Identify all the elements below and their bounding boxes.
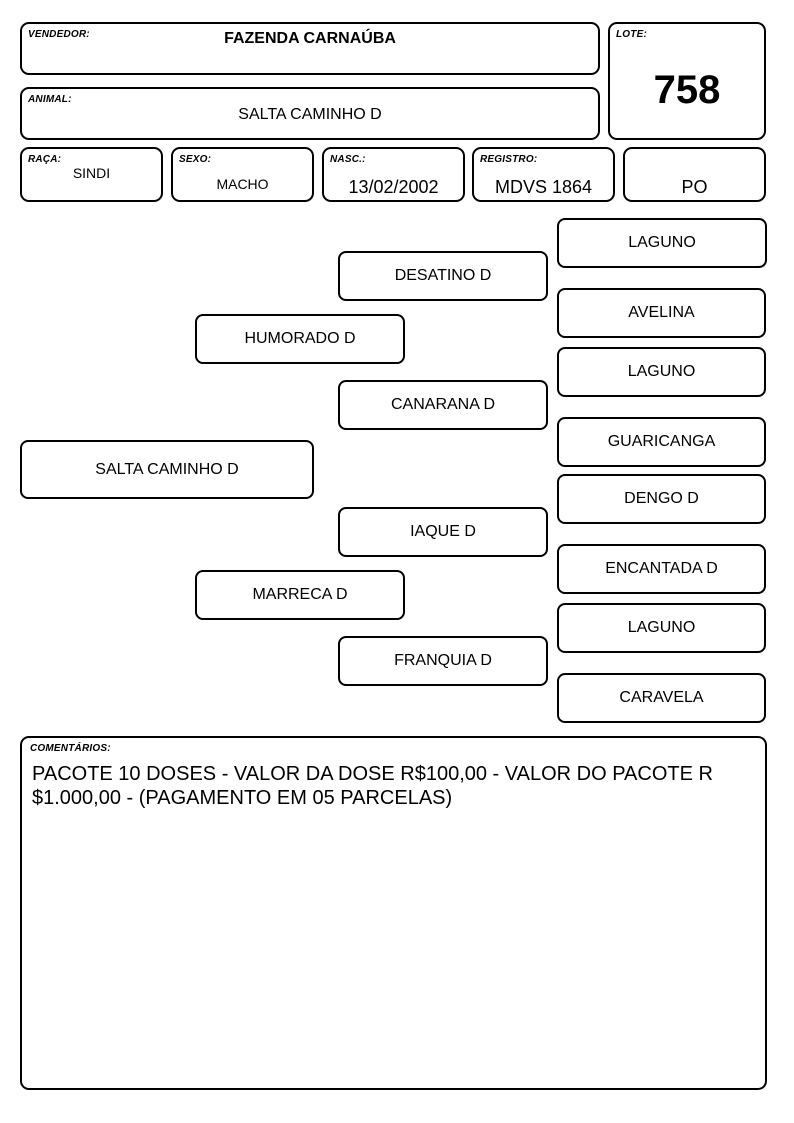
- vendedor-label: VENDEDOR:: [28, 29, 90, 40]
- sexo-value: MACHO: [216, 176, 269, 192]
- comments-label: COMENTÁRIOS:: [30, 743, 111, 754]
- pedigree-ggp-2: AVELINA: [557, 288, 766, 338]
- raca-label: RAÇA:: [28, 154, 62, 165]
- pedigree-sire-sire: DESATINO D: [338, 251, 548, 301]
- nasc-label: NASC.:: [330, 154, 366, 165]
- categoria-box: PO: [623, 147, 766, 202]
- pedigree-sire: HUMORADO D: [195, 314, 405, 364]
- pedigree-dam-sire: IAQUE D: [338, 507, 548, 557]
- sexo-box: SEXO: MACHO: [171, 147, 314, 202]
- lote-label: LOTE:: [616, 29, 647, 40]
- pedigree-ggp-5: DENGO D: [557, 474, 766, 524]
- pedigree-ggp-1: LAGUNO: [557, 218, 767, 268]
- categoria-value: PO: [681, 177, 708, 197]
- animal-box: ANIMAL: SALTA CAMINHO D: [20, 87, 600, 140]
- registro-box: REGISTRO: MDVS 1864: [472, 147, 615, 202]
- registro-label: REGISTRO:: [480, 154, 538, 165]
- animal-value: SALTA CAMINHO D: [238, 106, 382, 123]
- animal-label: ANIMAL:: [28, 94, 72, 105]
- nasc-box: NASC.: 13/02/2002: [322, 147, 465, 202]
- vendedor-box: VENDEDOR: FAZENDA CARNAÚBA: [20, 22, 600, 75]
- registro-value: MDVS 1864: [494, 177, 593, 197]
- pedigree-dam-dam: FRANQUIA D: [338, 636, 548, 686]
- pedigree-dam: MARRECA D: [195, 570, 405, 620]
- raca-value: SINDI: [72, 165, 111, 181]
- raca-box: RAÇA: SINDI: [20, 147, 163, 202]
- lote-value: 758: [653, 68, 721, 112]
- sexo-label: SEXO:: [179, 154, 212, 165]
- vendedor-value: FAZENDA CARNAÚBA: [224, 30, 396, 47]
- comments-box: COMENTÁRIOS: PACOTE 10 DOSES - VALOR DA …: [20, 736, 767, 1090]
- pedigree-ggp-4: GUARICANGA: [557, 417, 766, 467]
- pedigree-ggp-3: LAGUNO: [557, 347, 766, 397]
- pedigree-ggp-6: ENCANTADA D: [557, 544, 766, 594]
- pedigree-ggp-8: CARAVELA: [557, 673, 766, 723]
- nasc-value: 13/02/2002: [348, 177, 439, 197]
- pedigree-sire-dam: CANARANA D: [338, 380, 548, 430]
- pedigree-ggp-7: LAGUNO: [557, 603, 766, 653]
- lote-box: LOTE: 758: [608, 22, 766, 140]
- comments-text: PACOTE 10 DOSES - VALOR DA DOSE R$100,00…: [32, 763, 713, 809]
- pedigree-animal: SALTA CAMINHO D: [20, 440, 314, 499]
